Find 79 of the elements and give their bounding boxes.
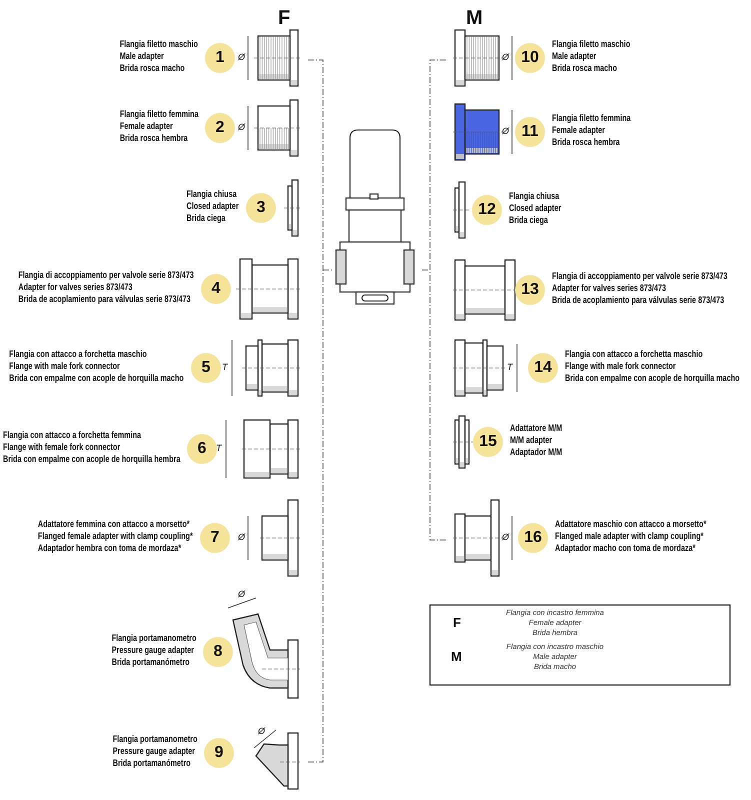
part-description: Brida rosca hembra [119,133,188,145]
column-heading: F [278,8,290,28]
part-description: Adattatore M/M [510,423,562,435]
part-description: Female adapter [119,121,172,133]
part-description: Brida con empalme con acople de horquilla macho [565,373,740,385]
part-description: Flanged female adapter with clamp coupling* [38,531,193,543]
part-description: Flangia chiusa [509,191,560,203]
part-description: Adattatore maschio con attacco a morsetto* [555,519,706,531]
callout-number: 13 [515,275,545,305]
callout-number: 4 [201,274,231,304]
callout-number: 6 [187,434,217,464]
part-description: Flangia chiusa [186,189,237,201]
part-description: Brida rosca hembra [552,137,620,149]
part-description: Flange with male fork connector [565,361,676,373]
part-description: Brida con empalme con acople de horquilla macho [9,373,184,385]
callout-number: 1 [205,43,235,73]
diameter-symbol: Ø [502,533,510,542]
part-description: Closed adapter [186,201,239,213]
part-description: Adattatore femmina con attacco a morsetto* [38,519,190,531]
diameter-symbol: Ø [238,123,246,132]
callout-number: 15 [473,427,503,457]
part-description: Pressure gauge adapter [112,746,195,758]
callout-number: 8 [203,637,233,667]
part-description: Adapter for valves series 873/473 [18,282,133,294]
part-description: Flangia di accoppiamento per valvole serie 873/473 [552,271,728,283]
diameter-symbol: Ø [502,53,510,62]
diameter-symbol: Ø [238,590,246,599]
part-description: Closed adapter [509,203,562,215]
column-heading: M [466,8,483,28]
part-description: Male adapter [120,51,164,63]
part-description: Brida con empalme con acople de horquilla hembra [2,454,180,466]
callout-number: 2 [205,113,235,143]
callout-number: 3 [246,193,276,223]
legend-key: F [453,616,461,629]
part-description: Female adapter [552,125,605,137]
diameter-symbol: Ø [502,127,510,136]
part-description: Flangia portamanometro [112,734,197,746]
thickness-symbol: T [507,363,512,372]
part-description: Flangia filetto femmina [119,109,198,121]
part-description: Flangia con attacco a forchetta maschio [9,349,148,361]
callout-number: 12 [472,195,502,225]
part-description: Adaptador hembra con toma de mordaza* [38,543,182,555]
part-description: Brida rosca macho [120,63,185,75]
part-description: Flangia filetto femmina [552,113,631,125]
legend-key: M [451,650,462,663]
part-description: Brida ciega [186,213,226,225]
part-description: Pressure gauge adapter [111,645,194,657]
part-description: Flangia filetto maschio [120,39,198,51]
part-description: Adapter for valves series 873/473 [552,283,666,295]
diameter-symbol: Ø [238,533,246,542]
part-description: Flangia di accoppiamento per valvole serie 873/473 [18,270,194,282]
callout-number: 14 [528,353,558,383]
part-description: Brida de acoplamiento para válvulas serie 873/473 [552,295,724,307]
part-description: Flangia portamanometro [111,633,196,645]
thickness-symbol: T [216,444,222,453]
part-description: Brida de acoplamiento para válvulas serie 873/473 [18,294,191,306]
part-description: Adaptador M/M [510,447,562,459]
part-description: Adaptador macho con toma de mordaza* [555,543,696,555]
callout-number: 11 [515,117,545,147]
part-description: Brida ciega [509,215,548,227]
callout-number: 9 [204,738,234,768]
part-description: Flanged male adapter with clamp coupling* [555,531,704,543]
part-description: Male adapter [552,51,596,63]
part-description: Brida portamanómetro [111,657,190,669]
callout-number: 16 [518,523,548,553]
part-description: Flangia con attacco a forchetta maschio [565,349,703,361]
part-description: Flangia con attacco a forchetta femmina [2,430,141,442]
part-description: M/M adapter [510,435,552,447]
callout-number: 5 [191,353,221,383]
callout-number: 7 [200,523,230,553]
part-description: Flange with male fork connector [9,361,120,373]
diameter-symbol: Ø [258,727,266,736]
diameter-symbol: Ø [238,53,246,62]
thickness-symbol: T [222,363,228,372]
part-description: Brida rosca macho [552,63,618,75]
part-description: Brida portamanómetro [112,758,190,770]
part-description: Flangia filetto maschio [552,39,630,51]
callout-number: 10 [515,43,545,73]
part-description: Flange with female fork connector [2,442,120,454]
